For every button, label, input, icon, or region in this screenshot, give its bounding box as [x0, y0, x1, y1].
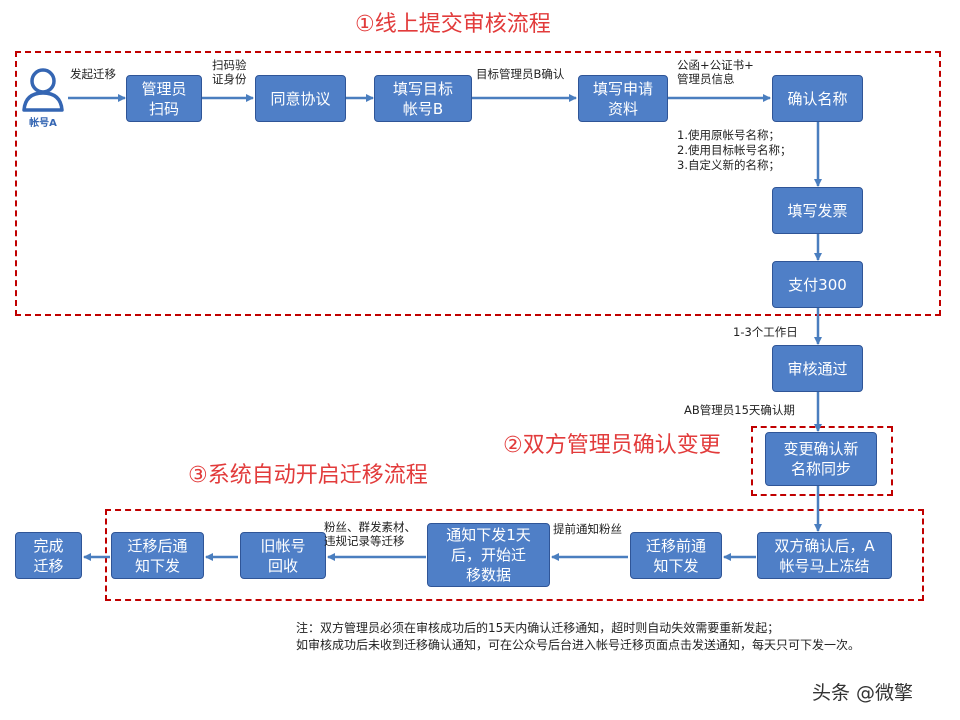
- node-admin-scan[interactable]: 管理员 扫码: [126, 75, 202, 122]
- node-post-migration-notice[interactable]: 迁移后通 知下发: [111, 532, 204, 579]
- node-agree-terms[interactable]: 同意协议: [255, 75, 346, 122]
- stage1-title: ①线上提交审核流程: [355, 12, 551, 37]
- account-label: 帐号A: [29, 118, 57, 129]
- stage1-frame: [15, 51, 941, 316]
- note-line-2: 如审核成功后未收到迁移确认通知，可在公众号后台进入帐号迁移页面点击发送通知，每天…: [296, 638, 861, 652]
- note-line-1: 注：双方管理员必须在审核成功后的15天内确认迁移通知，超时则自动失效需要重新发起…: [296, 621, 780, 635]
- node-sync-new-name[interactable]: 变更确认新 名称同步: [765, 432, 877, 486]
- node-recycle-old-account[interactable]: 旧帐号 回收: [240, 532, 326, 579]
- node-fill-invoice[interactable]: 填写发票: [772, 187, 863, 234]
- label-confirm-period: AB管理员15天确认期: [684, 403, 795, 417]
- node-pay[interactable]: 支付300: [772, 261, 863, 308]
- label-initiate: 发起迁移: [70, 67, 116, 81]
- person-icon: [22, 68, 64, 112]
- stage3-frame: [105, 509, 924, 601]
- node-start-migration[interactable]: 通知下发1天 后，开始迁 移数据: [427, 523, 550, 587]
- label-documents: 公函+公证书+ 管理员信息: [677, 58, 754, 86]
- node-confirm-name[interactable]: 确认名称: [772, 75, 863, 122]
- stage2-frame: [751, 426, 893, 496]
- stage2-title: ②双方管理员确认变更: [503, 433, 721, 458]
- label-scan-verify: 扫码验 证身份: [212, 58, 247, 86]
- label-working-days: 1-3个工作日: [733, 325, 798, 339]
- node-pre-migration-notice[interactable]: 迁移前通 知下发: [630, 532, 722, 579]
- node-approved[interactable]: 审核通过: [772, 345, 863, 392]
- stage3-title: ③系统自动开启迁移流程: [188, 463, 428, 488]
- watermark: 头条 @微擎: [812, 682, 914, 704]
- node-fill-application[interactable]: 填写申请 资料: [578, 75, 668, 122]
- node-freeze-account[interactable]: 双方确认后，A 帐号马上冻结: [757, 532, 892, 579]
- label-name-options: 1.使用原帐号名称； 2.使用目标帐号名称； 3.自定义新的名称；: [677, 128, 792, 172]
- label-target-admin: 目标管理员B确认: [476, 67, 565, 81]
- account-a: 帐号A: [17, 64, 69, 130]
- node-fill-target-account[interactable]: 填写目标 帐号B: [374, 75, 472, 122]
- node-migration-done[interactable]: 完成 迁移: [15, 532, 82, 579]
- label-advance-notice: 提前通知粉丝: [553, 522, 622, 536]
- label-migrate-items: 粉丝、群发素材、 违规记录等迁移: [324, 520, 416, 548]
